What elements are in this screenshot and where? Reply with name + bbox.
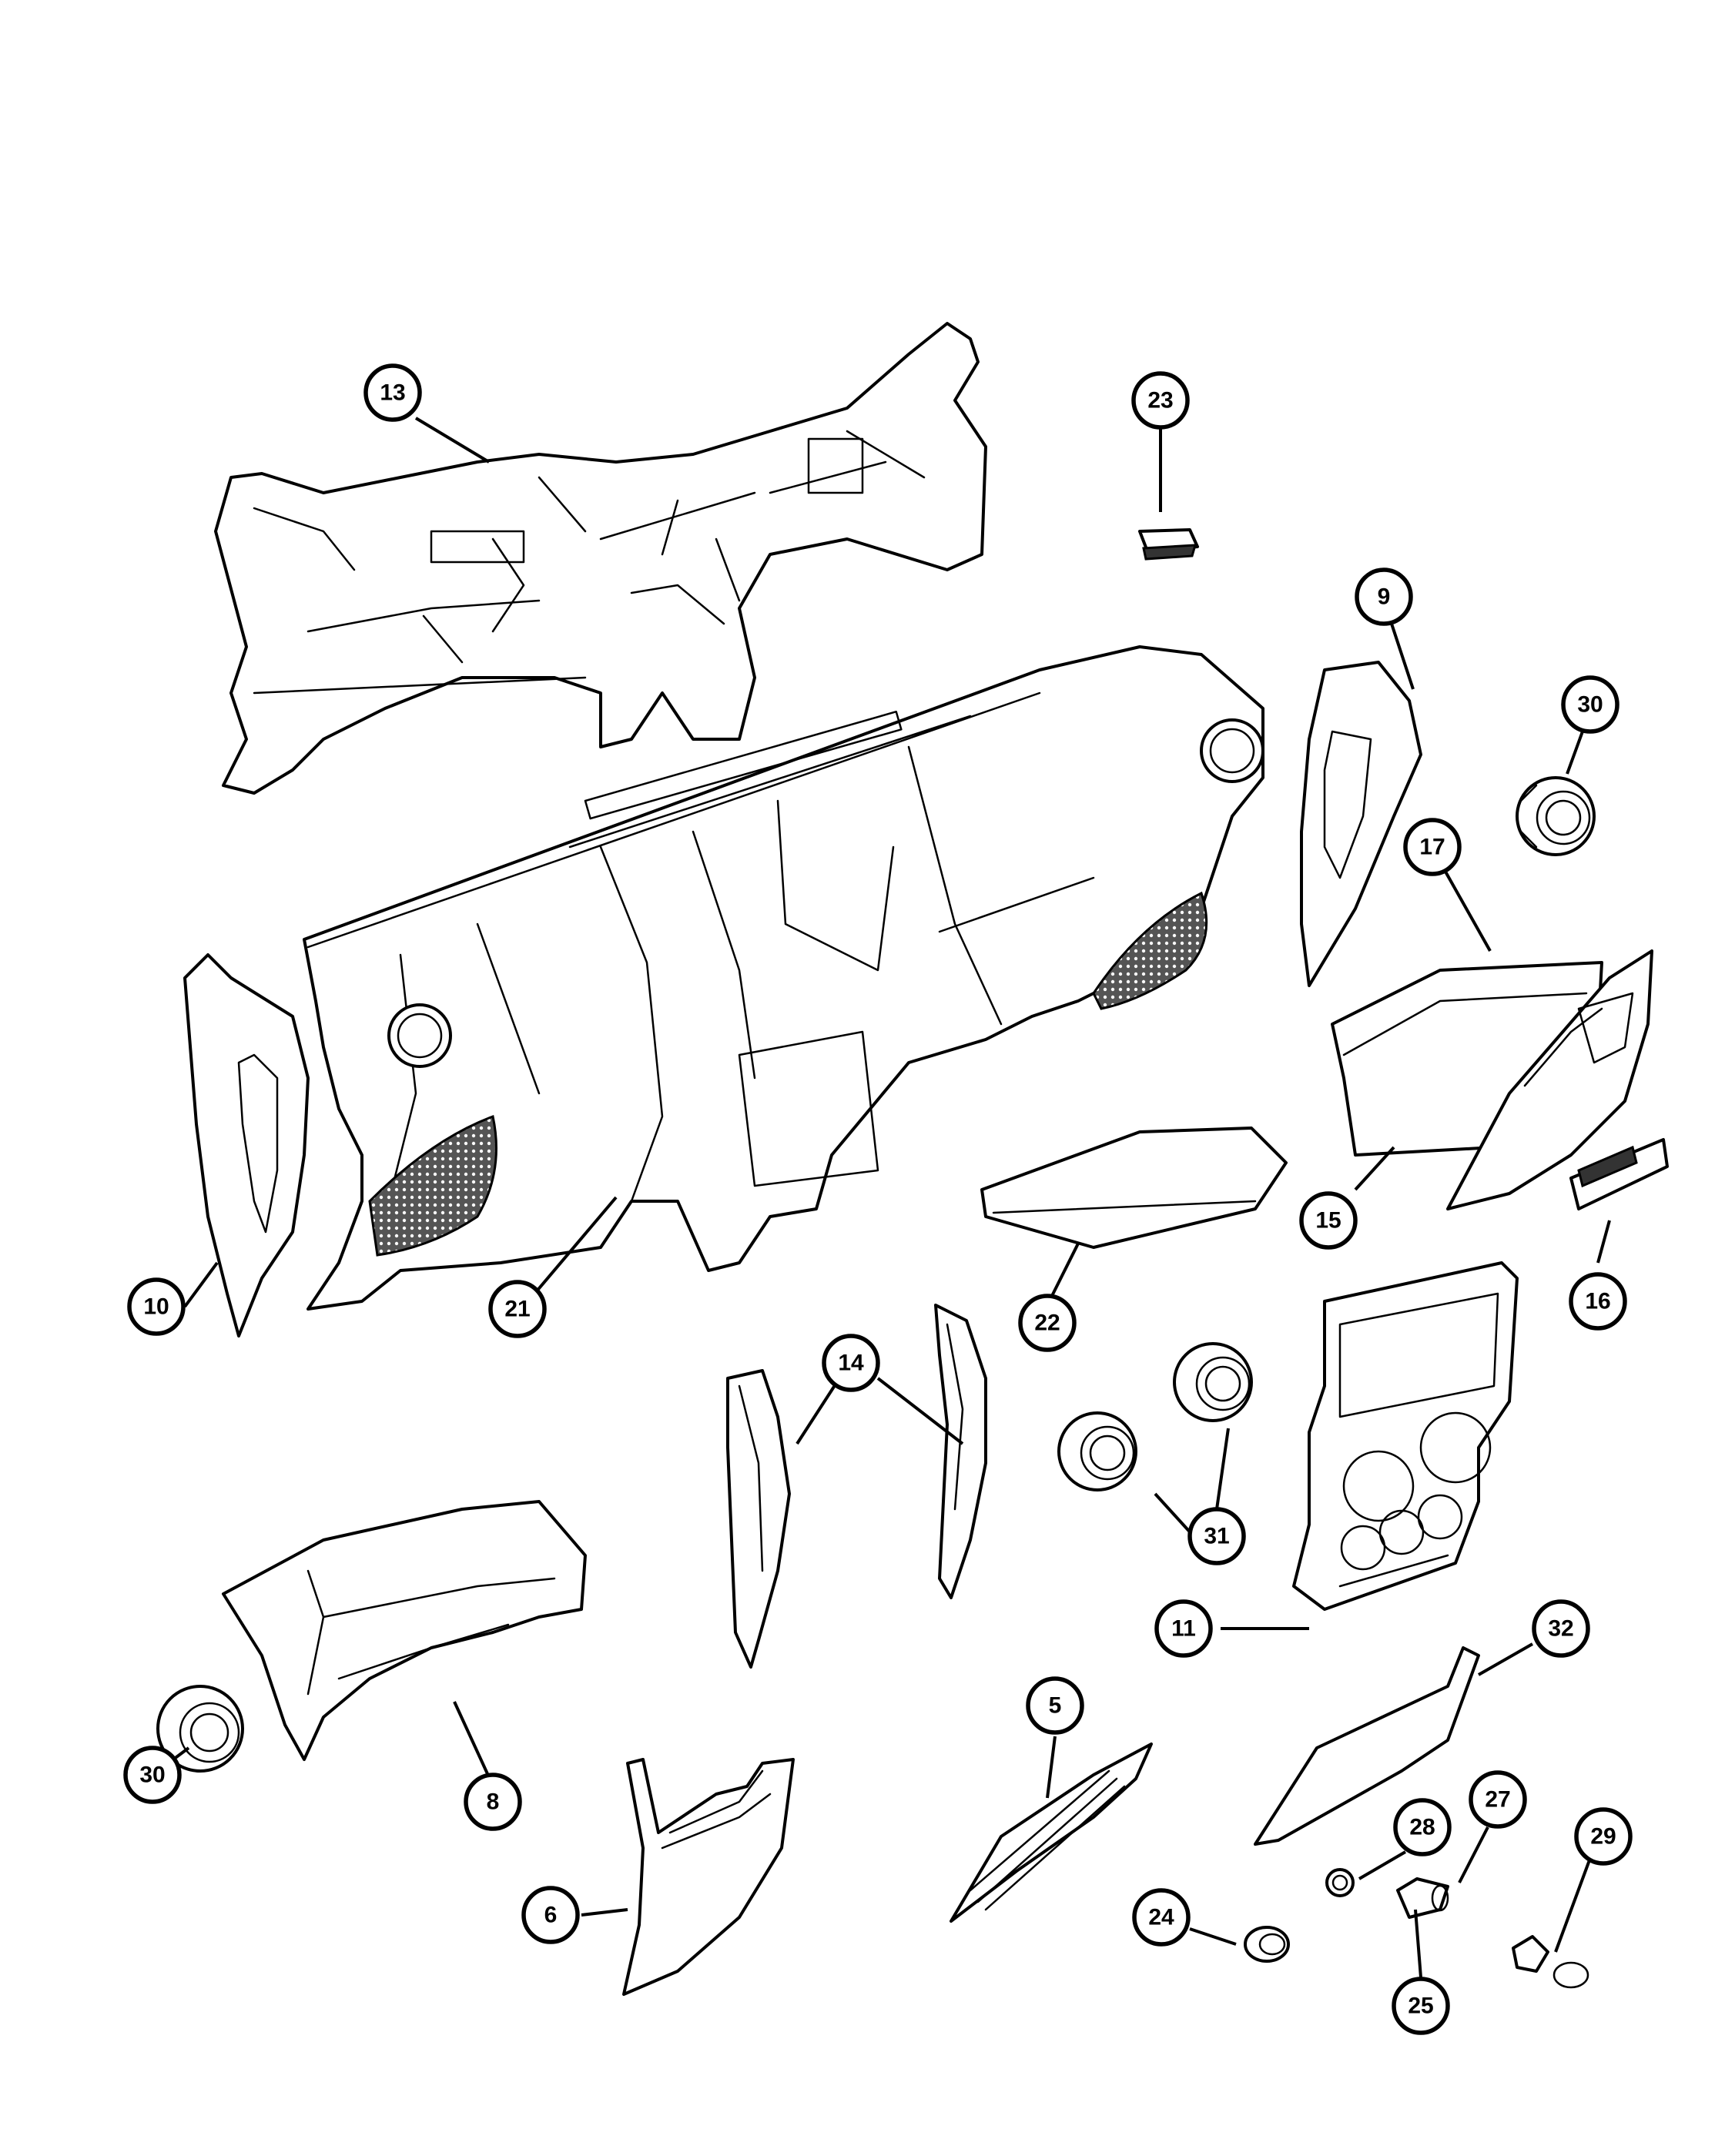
callout-30-upper-label: 30 xyxy=(1577,692,1603,718)
callout-9: 9 xyxy=(1355,567,1413,626)
part-31-air-vent-a xyxy=(1173,1342,1253,1422)
callout-6-label: 6 xyxy=(544,1903,558,1928)
callout-32-label: 32 xyxy=(1548,1616,1573,1642)
callout-10-label: 10 xyxy=(143,1294,169,1320)
callout-30-upper: 30 xyxy=(1561,675,1619,734)
part-16-latch xyxy=(1569,1138,1669,1210)
callout-5-label: 5 xyxy=(1049,1693,1062,1719)
callout-16: 16 xyxy=(1569,1272,1627,1331)
callout-5: 5 xyxy=(1026,1676,1084,1735)
callout-11-label: 11 xyxy=(1171,1616,1196,1642)
callout-8: 8 xyxy=(464,1773,522,1831)
part-8-cluster-bezel xyxy=(222,1500,587,1761)
callout-22-label: 22 xyxy=(1034,1311,1060,1336)
part-14-trim-left xyxy=(726,1369,791,1669)
callout-23: 23 xyxy=(1131,371,1190,430)
callout-28: 28 xyxy=(1393,1798,1452,1856)
callout-8-label: 8 xyxy=(487,1789,500,1815)
callout-28-label: 28 xyxy=(1409,1815,1435,1840)
callout-13-label: 13 xyxy=(380,380,405,406)
part-24-knob xyxy=(1244,1926,1290,1963)
callout-32: 32 xyxy=(1532,1599,1590,1658)
callout-17: 17 xyxy=(1403,818,1462,876)
callout-27-label: 27 xyxy=(1485,1787,1510,1813)
part-30-air-vent-upper xyxy=(1516,776,1596,856)
callout-13: 13 xyxy=(363,363,422,422)
part-23-clip xyxy=(1138,528,1199,561)
part-11-center-bezel xyxy=(1292,1261,1519,1611)
callout-17-label: 17 xyxy=(1419,835,1445,860)
callout-14: 14 xyxy=(822,1334,880,1392)
part-17-glove-box-door xyxy=(1446,949,1653,1210)
callout-9-label: 9 xyxy=(1378,584,1391,610)
part-13-crossbar xyxy=(214,322,987,795)
callout-21-label: 21 xyxy=(504,1297,530,1322)
callout-30-lower: 30 xyxy=(123,1746,182,1804)
callout-15: 15 xyxy=(1299,1191,1358,1250)
leader-lines xyxy=(172,417,1611,1978)
callout-16-label: 16 xyxy=(1585,1289,1610,1314)
callout-15-label: 15 xyxy=(1315,1208,1341,1234)
part-21-instrument-panel xyxy=(303,645,1264,1311)
callout-22: 22 xyxy=(1018,1294,1077,1352)
callout-11: 11 xyxy=(1154,1599,1213,1658)
callout-24: 24 xyxy=(1132,1888,1191,1947)
callout-24-label: 24 xyxy=(1148,1905,1174,1930)
part-30-air-vent-lower xyxy=(156,1685,244,1773)
part-10-left-end-cap xyxy=(183,953,310,1337)
part-9-right-end-cap xyxy=(1300,661,1422,987)
part-29-outlet xyxy=(1512,1935,1589,1989)
part-28-ring xyxy=(1325,1868,1355,1897)
part-32-lower-panel xyxy=(1254,1646,1480,1846)
part-5-grille-panel xyxy=(950,1743,1153,1923)
callout-30-lower-label: 30 xyxy=(139,1763,165,1788)
callout-29: 29 xyxy=(1574,1807,1633,1866)
callout-6: 6 xyxy=(521,1886,580,1944)
callout-14-label: 14 xyxy=(838,1351,864,1376)
callout-31: 31 xyxy=(1187,1507,1246,1565)
part-6-lower-trim xyxy=(622,1758,795,1996)
callout-21: 21 xyxy=(488,1280,547,1338)
part-31-air-vent-b xyxy=(1057,1411,1137,1491)
part-27-socket xyxy=(1396,1877,1449,1919)
part-22-top-cover xyxy=(980,1127,1288,1249)
callout-27: 27 xyxy=(1469,1770,1527,1829)
callout-31-label: 31 xyxy=(1204,1524,1229,1549)
callout-23-label: 23 xyxy=(1147,388,1173,413)
part-14-trim-right xyxy=(934,1304,987,1599)
callout-25: 25 xyxy=(1392,1977,1450,2035)
callout-10: 10 xyxy=(127,1277,186,1336)
callout-29-label: 29 xyxy=(1590,1824,1616,1850)
callout-25-label: 25 xyxy=(1408,1994,1433,2019)
